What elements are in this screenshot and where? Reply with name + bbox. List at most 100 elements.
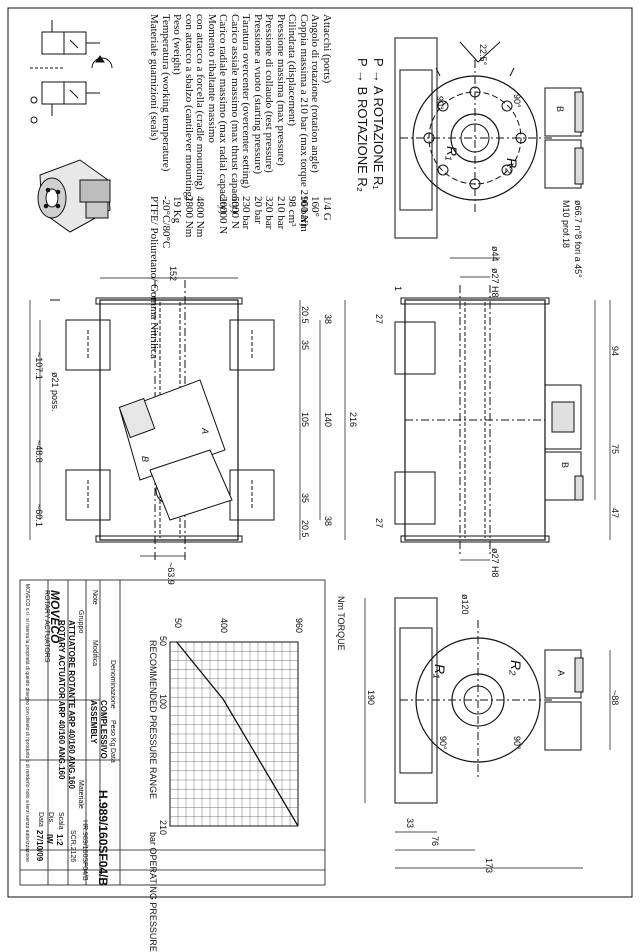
spec-value: 210 bar	[275, 196, 287, 230]
scale: 1:2	[55, 834, 64, 846]
date: 27/10/09	[35, 830, 44, 862]
scale-label: Scala	[57, 812, 64, 830]
hole-note: ø66.7 n°8 fori a 45°	[573, 200, 583, 278]
end-view-bottom	[394, 597, 584, 804]
chart-subtitle: RECOMMENDED PRESSURE RANGE	[148, 640, 158, 800]
dim-60-1: ~60.1	[34, 504, 44, 527]
spec-label: Pressione di collaudo (test pressure)	[263, 14, 276, 173]
spec-label: Taratura overcenter (overcenter setting)	[240, 14, 253, 189]
dim-94: 94	[610, 346, 620, 357]
dim-22-5: 22.5°	[478, 44, 488, 66]
spec-label: Temperatura (working temperature)	[160, 14, 172, 172]
title-block-grid	[19, 579, 326, 886]
spec-value: 960 Nm	[298, 196, 310, 232]
label-port-a-side: A	[200, 428, 210, 435]
group-en: ROTARY ACTUATOR ARP 40/160 ANG.160	[57, 620, 66, 780]
dim-35-b: 35	[300, 493, 310, 504]
legal-notice: MOVECO s.r.l. si riserva la proprietà di…	[24, 584, 30, 862]
technical-drawing	[7, 7, 633, 898]
chart-tick-torque: 50	[172, 618, 183, 629]
company-sub: ROTARY ACTUATORS	[43, 590, 50, 663]
chart-tick-torque: 400	[219, 618, 230, 634]
spec-value: 20000 N	[217, 196, 230, 235]
spec-value: 4800 Nm	[194, 196, 207, 238]
chart-series-line	[176, 641, 299, 827]
designation-en: ASSEMBLY	[89, 700, 98, 744]
spec-value: 98 cm³	[286, 196, 299, 227]
spec-label: Materiale guarnizioni (seals)	[148, 14, 161, 141]
spec-value: 20 bar	[252, 196, 264, 224]
designation-label: Denominazione	[109, 660, 116, 709]
chart-ylabel: Nm TORQUE	[336, 596, 346, 651]
spec-value: PTFE/ Poliuretano/ Gomma Nitrilica	[148, 196, 161, 359]
drawn-label: Dis.	[47, 812, 54, 825]
dim-216: 216	[348, 412, 358, 428]
spec-label: Peso (weight)	[171, 14, 184, 75]
spec-value: 320 bar	[263, 196, 276, 230]
group-label: Gruppo	[77, 610, 84, 634]
dim-140: 140	[323, 412, 333, 428]
drawn: IW	[45, 834, 54, 844]
dim-173: 173	[484, 858, 494, 874]
label-angle-90-a: 90°	[435, 96, 445, 110]
group-it: ATTUATORE ROTANTE ARP 40/160 ANG.160	[67, 620, 76, 789]
spec-label: Pressione a vuoto (starting pressure)	[252, 14, 264, 175]
code: HR.989/160SF04/B	[81, 820, 88, 881]
label-port-b-top: B	[555, 106, 565, 113]
side-view-left	[50, 280, 275, 560]
dim-190: 190	[366, 690, 376, 706]
spec-value: 160°	[309, 196, 322, 217]
drawing-sheet: { "specs": { "labels": [ "Attacchi (port…	[7, 7, 633, 952]
dim-48-8: ~48.8	[34, 440, 44, 463]
label-port-a-bottom: A	[556, 670, 566, 677]
dim-75: 75	[610, 444, 620, 455]
dim-35-a: 35	[300, 340, 310, 351]
dim-44: ø44	[490, 246, 500, 262]
spec-labels: Attacchi (ports)Angolo di rotazione (rot…	[148, 14, 334, 227]
hole-thread: M10 prof.18	[561, 200, 571, 249]
spec-label: Pressione massima (max pressure)	[275, 14, 287, 166]
dim-47: 47	[610, 508, 620, 519]
rotation-a: P → A ROTAZIONE R₁	[371, 58, 386, 190]
date-label: Data	[109, 748, 116, 763]
chart-tick-pressure: 100	[158, 693, 168, 709]
dim-27-b: 27	[374, 518, 384, 529]
pin-diameter: ø21 poss.	[50, 372, 60, 412]
dim-38-a: 38	[323, 314, 333, 325]
label-angle-90-c: 90°	[438, 736, 448, 750]
label-port-b-mid: B	[560, 462, 570, 469]
spec-label: con attacco a sbalzo (cantilever mountin…	[183, 14, 195, 201]
spec-label: Cilindrata (displacement)	[286, 14, 299, 127]
spec-label: Carico assiale massimo (max thrust capac…	[229, 14, 241, 214]
dim-88: ~88	[610, 690, 620, 706]
designation: COMPLESSIVO	[99, 700, 108, 759]
spec-value: 230 bar	[240, 196, 253, 230]
dim-27-a: 27	[374, 314, 384, 325]
dim-27-h8-b: ø27 H8	[490, 548, 500, 578]
rotation-b: P → B ROTAZIONE R₂	[355, 58, 370, 192]
dim-152: 152	[168, 266, 178, 282]
spec-label: con attacco a forcella (cradle mounting)	[194, 14, 207, 190]
dim-76: 76	[430, 836, 440, 847]
dim-105: 105	[300, 412, 310, 428]
side-view-right	[394, 285, 584, 555]
dim-120: ø120	[460, 594, 470, 615]
spec-label: Attacchi (ports)	[321, 14, 333, 84]
weight-label: Peso Kg	[109, 720, 116, 747]
chart-tick-torque: 960	[294, 618, 304, 634]
dim-63-9: ~63.9	[166, 562, 176, 585]
label-angle-90-d: 90°	[512, 736, 522, 750]
label-r2: R₂	[504, 158, 520, 174]
note-label: Note	[91, 590, 98, 605]
drawing-number: H.989/160SF04/B	[96, 790, 110, 887]
label-r2-bottom: R₂	[508, 660, 524, 676]
dimension-lines	[29, 257, 611, 869]
modify-label: Modifica	[91, 640, 98, 667]
material-label: Materiale	[77, 780, 84, 809]
dim-20-5-a: 20.5	[300, 306, 310, 324]
chart-tick-pressure: 50	[158, 636, 168, 647]
spec-value: 2800 Nm	[183, 196, 195, 238]
spec-label: Coppia massima a 210 bar (max torque 210…	[298, 14, 310, 227]
spec-label: Angolo di rotazione (rotation angle)	[309, 14, 322, 173]
end-view-top	[394, 37, 584, 239]
